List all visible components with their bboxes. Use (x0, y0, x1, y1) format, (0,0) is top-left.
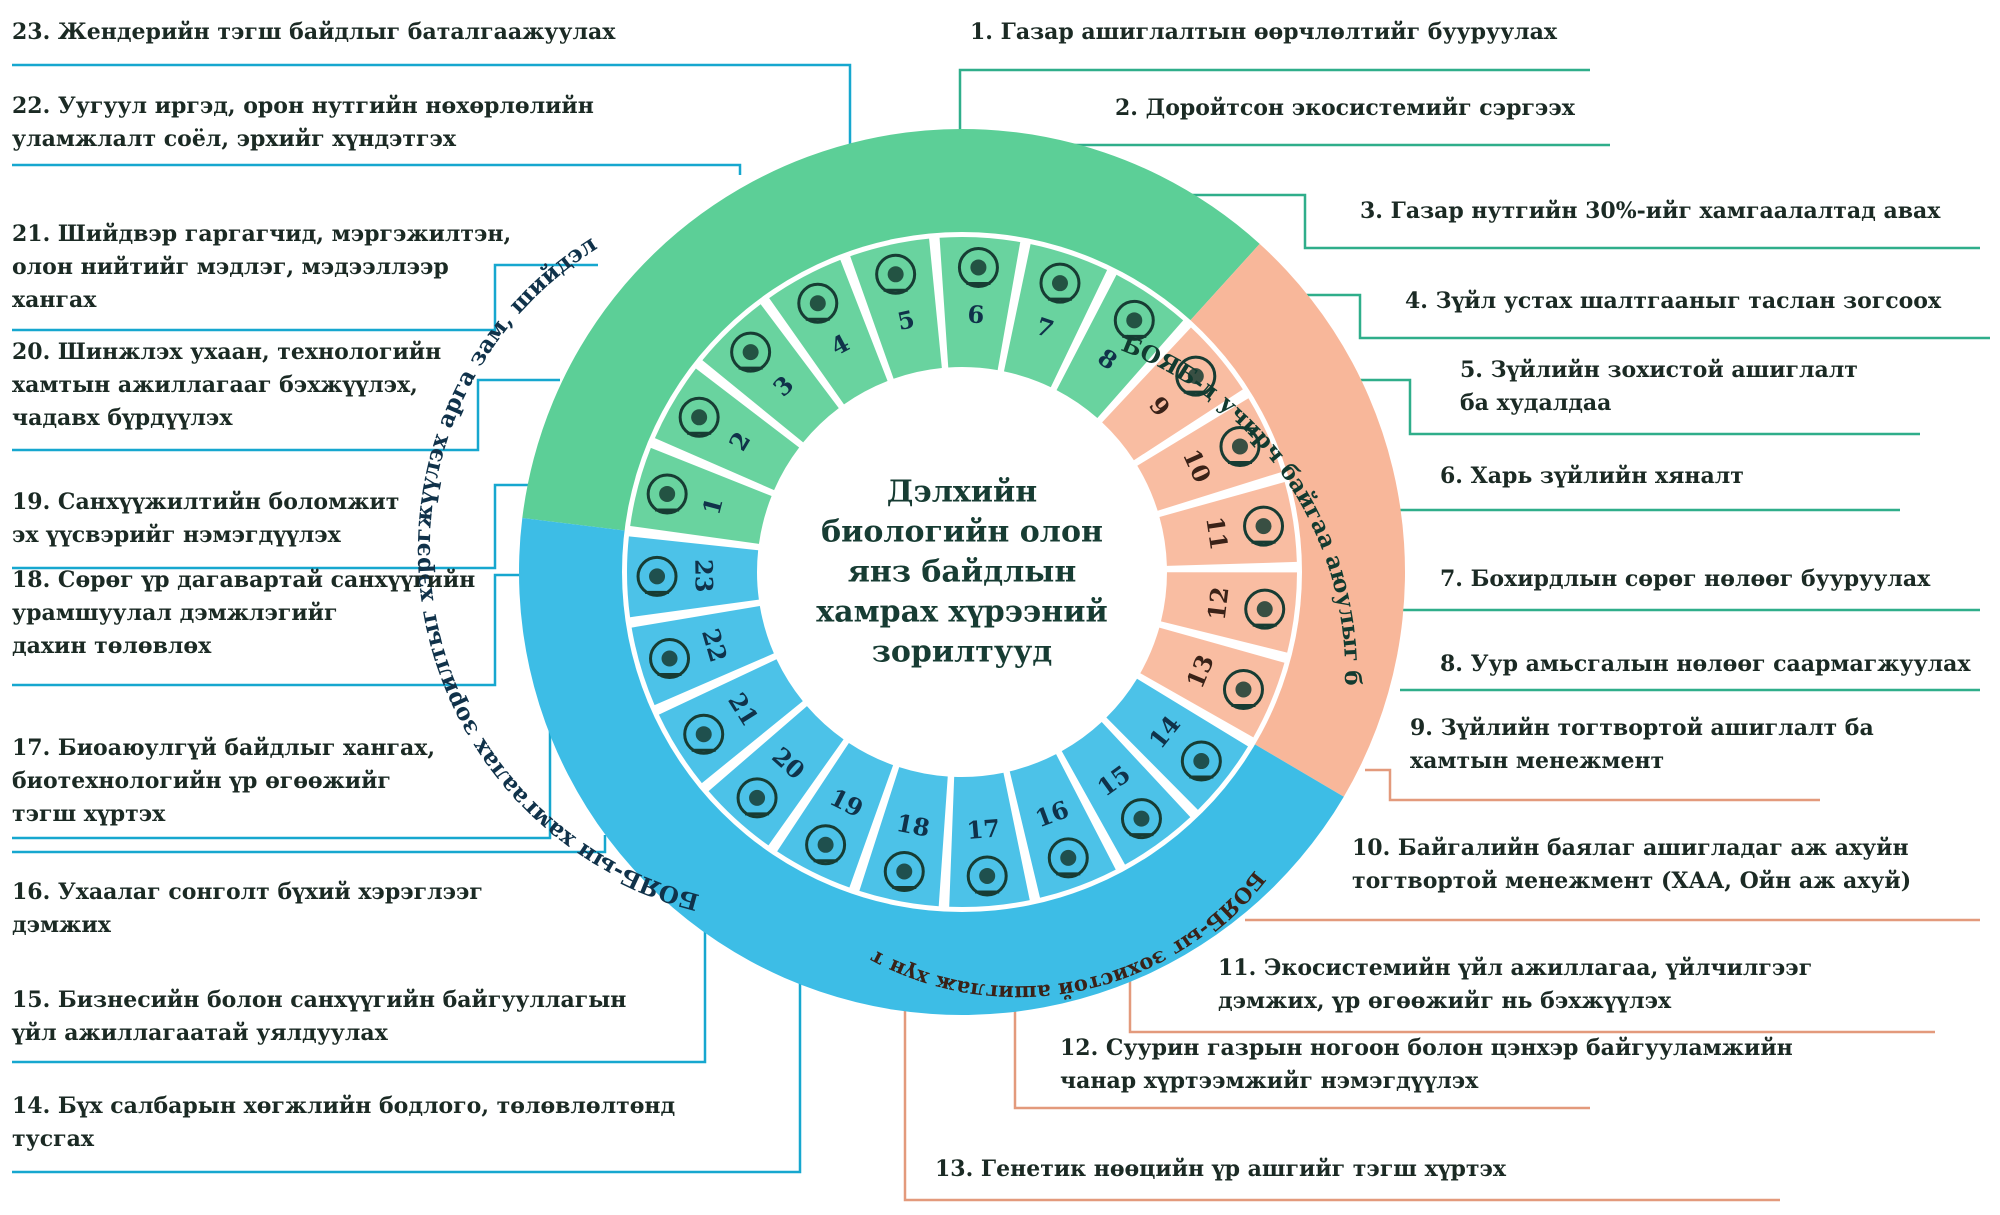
team-icon (649, 638, 691, 680)
segment-22 (631, 606, 774, 706)
target-label-19: 19. Санхүүжилтийн боломжит эх үүсвэрийг … (12, 489, 400, 548)
target-label-4: 4. Зүйл устах шалтгааныг таслан зогсоох (1405, 288, 1942, 314)
target-label-10: 10. Байгалийн баялаг ашигладаг аж ахуйн … (1352, 835, 1912, 894)
money-bag-icon (805, 824, 847, 866)
target-label-9: 9. Зүйлийн тогтвортой ашиглалт ба хамтын… (1410, 715, 1874, 774)
leader-line-23 (12, 63, 852, 150)
target-label-12: 12. Суурин газрын ногоон болон цэнхэр ба… (1060, 1035, 1793, 1094)
segment-number-11: 11 (1200, 514, 1234, 551)
leader-lines (12, 63, 1990, 1202)
target-label-11: 11. Экосистемийн үйл ажиллагаа, үйлчилгэ… (1218, 955, 1813, 1014)
center-title-line: янз байдлын (848, 555, 1077, 590)
segment-number-23: 23 (689, 559, 718, 593)
target-label-20: 20. Шинжлэх ухаан, технологийн хамтын аж… (12, 339, 442, 431)
leader-line-16 (12, 835, 607, 854)
target-label-15: 15. Бизнесийн болон санхүүгийн байгуулла… (12, 987, 627, 1046)
handshake-icon (736, 777, 778, 819)
presentation-icon (1120, 798, 1162, 840)
center-title: Дэлхийн биологийн олон янз байдлын хамрах х… (816, 475, 1107, 670)
leader-line-20 (12, 378, 560, 452)
water-wave-icon (730, 331, 772, 373)
polluted-bottle-icon (1039, 262, 1081, 304)
fish-icon (1219, 425, 1261, 467)
segment-7 (1003, 244, 1108, 388)
forest-icon (678, 396, 720, 438)
sun-bulb-icon (1113, 299, 1155, 341)
target-label-6: 6. Харь зүйлийн хяналт (1440, 463, 1744, 489)
target-label-2: 2. Доройтсон экосистемийг сэргээх (1115, 95, 1575, 121)
segment-number-18: 18 (894, 808, 932, 843)
clipboard-icon (1180, 740, 1222, 782)
segment-5 (850, 238, 942, 379)
target-label-1: 1. Газар ашиглалтын өөрчлөлтийг бууруула… (970, 19, 1558, 45)
lightbulb-icon (1047, 837, 1089, 879)
leader-line-9 (1365, 768, 1820, 802)
scales-icon (1222, 668, 1264, 710)
center-title-line: Дэлхийн (887, 475, 1037, 510)
segment-number-1: 1 (696, 494, 728, 518)
hexagon-cluster-icon (646, 473, 688, 515)
segment-16 (1009, 754, 1116, 898)
leader-line-21 (12, 263, 598, 332)
leader-line-22 (12, 163, 742, 175)
target-label-17: 17. Биоаюулгүй байдлыг хангах, биотехнол… (12, 735, 435, 827)
segment-number-12: 12 (1202, 585, 1235, 622)
center-title-line: биологийн олон (821, 515, 1103, 550)
target-label-3: 3. Газар нутгийн 30%-ийг хамгаалалтад ав… (1360, 198, 1941, 224)
leader-line-3 (1165, 193, 1980, 250)
target-label-5: 5. Зүйлийн зохистой ашиглалт ба худалдаа (1460, 357, 1858, 416)
target-label-14: 14. Бүх салбарын хөгжлийн бодлого, төлөв… (12, 1093, 676, 1152)
segment-12 (1160, 572, 1297, 653)
center-title-line: хамрах хүрээний (816, 595, 1107, 630)
segment-18 (859, 767, 948, 907)
gender-icon (636, 555, 678, 597)
leader-line-18 (12, 573, 530, 687)
leader-line-4 (1260, 293, 1990, 340)
bird-hand-icon (797, 282, 839, 324)
segment-10 (1137, 398, 1282, 511)
leader-line-15 (12, 915, 707, 1064)
coin-icon (883, 850, 925, 892)
segment-icons (636, 246, 1286, 897)
target-label-8: 8. Уур амьсгалын нөлөөг саармагжуулах (1440, 651, 1971, 677)
target-label-21: 21. Шийдвэр гаргагчид, мэргэжилтэн, олон… (12, 221, 512, 313)
segment-1 (630, 447, 772, 544)
target-label-7: 7. Бохирдлын сөрөг нөлөөг бууруулах (1440, 566, 1931, 592)
leader-line-17 (12, 730, 552, 840)
segment-13 (1140, 627, 1285, 738)
rim-sector-green (522, 128, 1260, 532)
rim-sector-blue (519, 518, 1344, 1015)
molecule-icon (966, 855, 1008, 897)
hands-plant-icon (1243, 505, 1285, 547)
center-title-line: зорилтууд (872, 635, 1053, 670)
leader-line-13 (903, 1005, 1780, 1202)
leader-line-11 (1128, 968, 1935, 1034)
segment-number-5: 5 (895, 304, 918, 336)
leader-line-19 (12, 483, 530, 570)
target-label-13: 13. Генетик нөөцийн үр ашгийг тэгш хүртэ… (935, 1156, 1507, 1182)
leader-line-12 (1013, 1005, 1590, 1110)
segment-number-6: 6 (967, 299, 985, 329)
target-label-22: 22. Уугуул иргэд, орон нутгийн нөхөрлөли… (12, 93, 594, 152)
leader-line-1 (958, 68, 1590, 148)
target-label-16: 16. Ухаалаг сонголт бүхий хэрэглээг дэмж… (12, 879, 483, 938)
leader-line-14 (12, 975, 802, 1174)
segment-19 (777, 742, 894, 888)
center-circle (762, 372, 1162, 772)
bug-icon (957, 246, 999, 288)
segment-number-17: 17 (965, 813, 1001, 845)
butterfly-icon (1175, 355, 1217, 397)
sprout-hand-icon (875, 253, 917, 295)
target-label-23: 23. Жендерийн тэгш байдлыг баталгаажуула… (12, 19, 616, 45)
leader-line-2 (1073, 143, 1610, 150)
target-label-18: 18. Сөрөг үр дагавартай санхүүгийн урамш… (12, 567, 476, 659)
network-icon (683, 713, 725, 755)
city-icon (1244, 588, 1286, 630)
